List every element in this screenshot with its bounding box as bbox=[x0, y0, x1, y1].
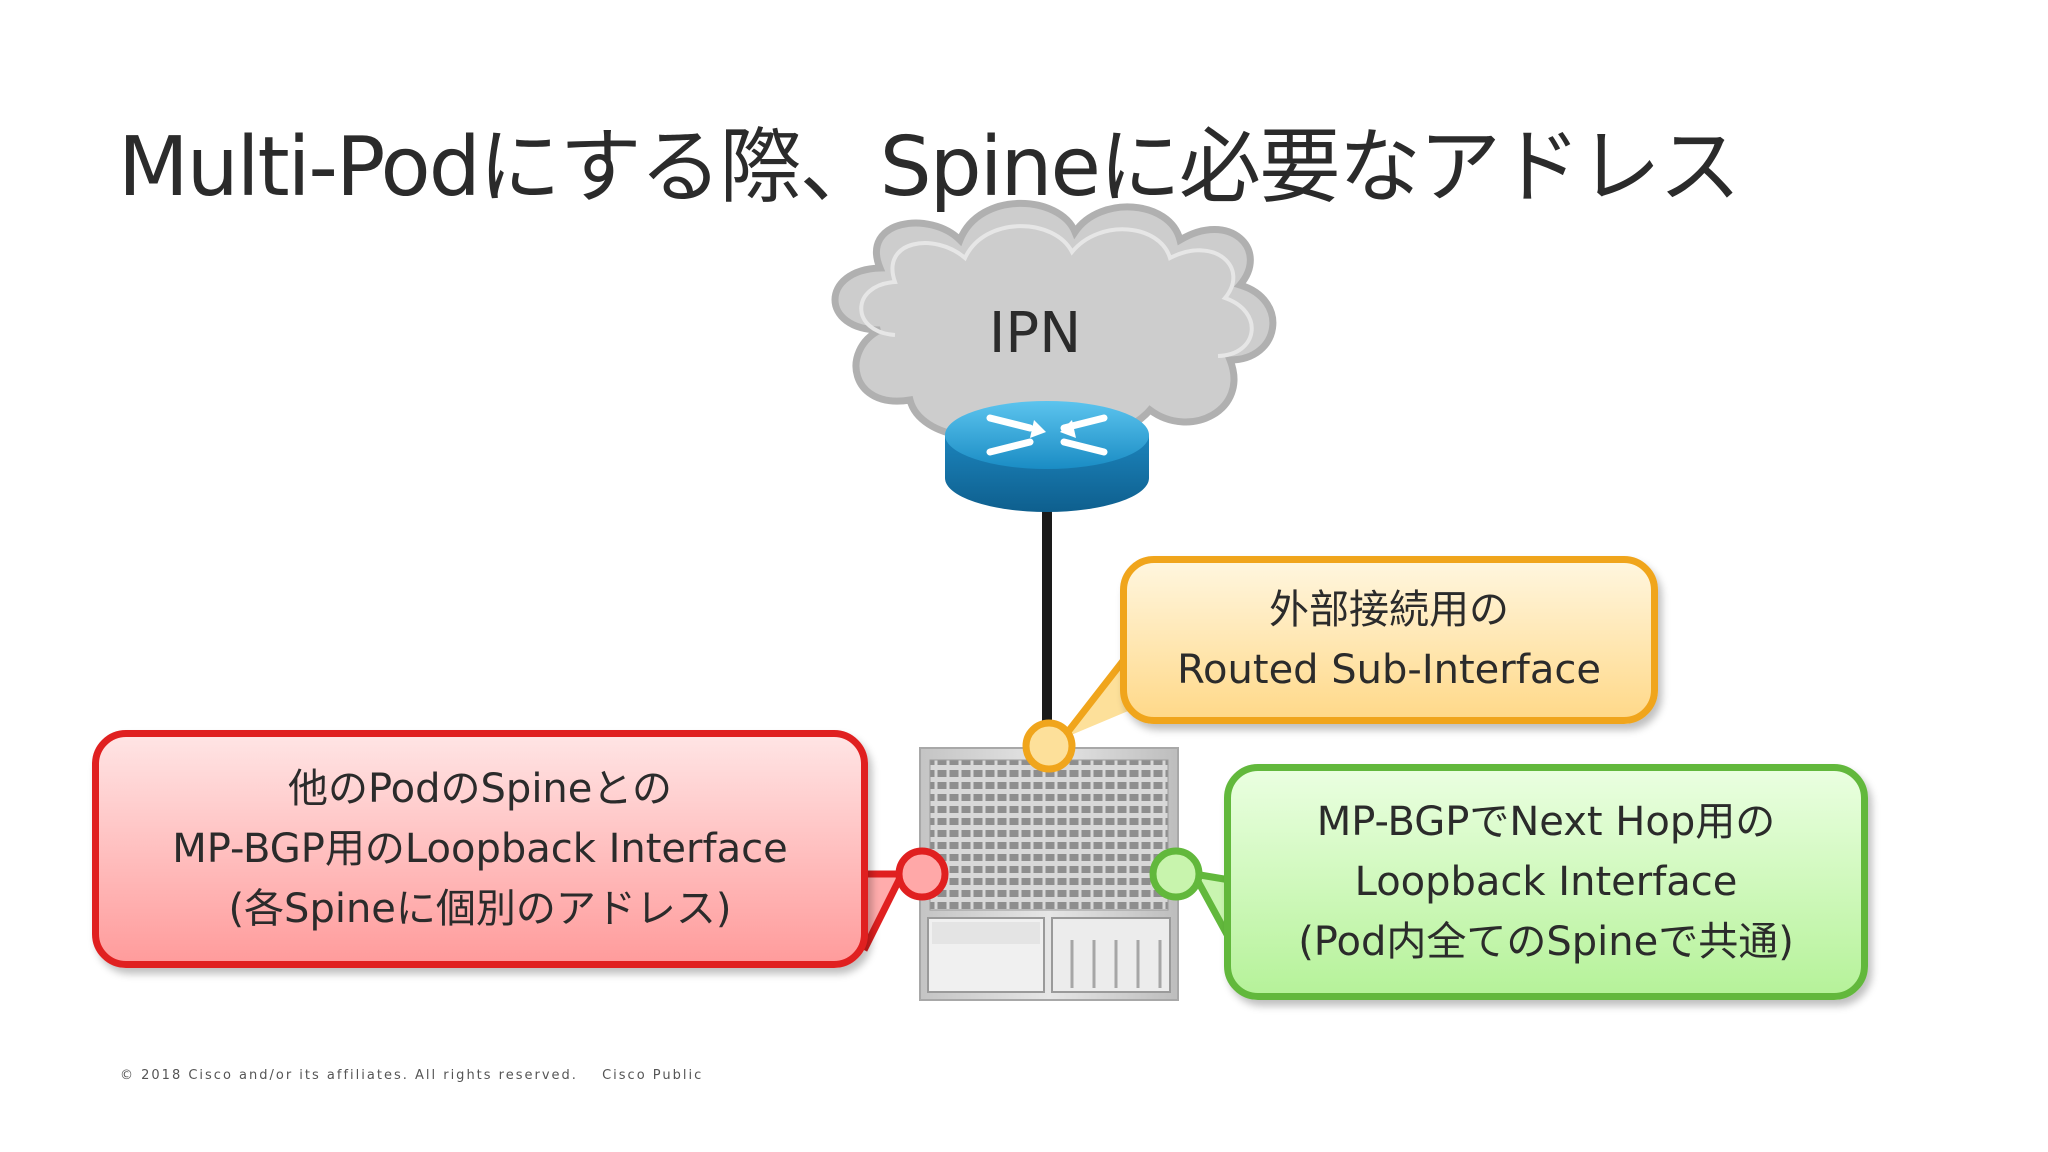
footer-copyright: © 2018 Cisco and/or its affiliates. All … bbox=[120, 1068, 703, 1083]
callout-line: 外部接続用の bbox=[1269, 587, 1509, 633]
classification-text: Cisco Public bbox=[602, 1068, 704, 1083]
slide-title: Multi-Podにする際、Spineに必要なアドレス bbox=[118, 120, 1741, 215]
callout-external-interface: 外部接続用の Routed Sub-Interface bbox=[1120, 556, 1658, 724]
callout-nexthop-loopback: MP-BGPでNext Hop用の Loopback Interface (Po… bbox=[1224, 764, 1868, 1000]
mpbgp-callout-pointer bbox=[860, 847, 949, 952]
callout-mpbgp-loopback: 他のPodのSpineとの MP-BGP用のLoopback Interface… bbox=[92, 730, 868, 968]
spine-switch-icon bbox=[919, 747, 1179, 1001]
callout-line: MP-BGP用のLoopback Interface bbox=[172, 826, 788, 872]
callout-line: (各Spineに個別のアドレス) bbox=[228, 886, 732, 932]
nexthop-callout-pointer bbox=[1149, 847, 1234, 942]
callout-line: MP-BGPでNext Hop用の bbox=[1316, 799, 1776, 845]
callout-line: 他のPodのSpineとの bbox=[287, 766, 672, 812]
callout-line: (Pod内全てのSpineで共通) bbox=[1298, 919, 1794, 965]
router-icon bbox=[945, 401, 1149, 512]
cloud-label: IPN bbox=[989, 301, 1081, 366]
callout-line: Loopback Interface bbox=[1354, 859, 1738, 905]
callout-line: Routed Sub-Interface bbox=[1177, 647, 1601, 693]
copyright-text: © 2018 Cisco and/or its affiliates. All … bbox=[120, 1068, 578, 1083]
